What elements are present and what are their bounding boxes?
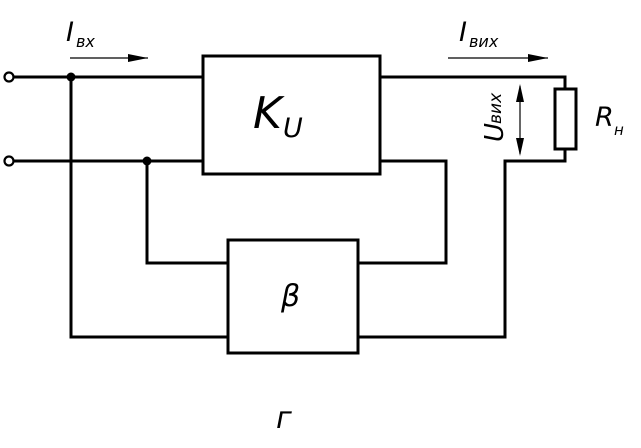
output-current-arrow-head [528,54,548,62]
circuit-wires [11,75,567,339]
output-voltage-arrow-head-top [516,84,524,102]
amplifier-label-subscript: U [283,113,303,144]
output-current-subscript: вих [469,32,499,51]
feedback-label: β [280,279,300,314]
output-voltage-label: U [480,123,510,142]
output-voltage-subscript: вих [486,92,506,124]
input-current-label: I [66,17,74,48]
input-current-arrow-head [128,54,148,62]
amplifier-block [201,54,382,176]
input-terminal-top [3,71,15,83]
input-current-subscript: вх [76,32,95,51]
junction-dot-bottom [142,156,152,166]
load-resistor [553,87,578,151]
output-current-label: I [459,17,467,48]
output-voltage-label-group: U вих [480,92,510,142]
output-voltage-arrow-head-bottom [516,138,524,156]
figure-caption: г [276,401,292,436]
junction-dot-top [66,72,76,82]
load-label-subscript: н [614,121,624,139]
load-label: R [595,102,614,133]
input-terminal-bottom [3,155,15,167]
amplifier-label: K [253,88,285,139]
feedback-block [226,238,360,355]
